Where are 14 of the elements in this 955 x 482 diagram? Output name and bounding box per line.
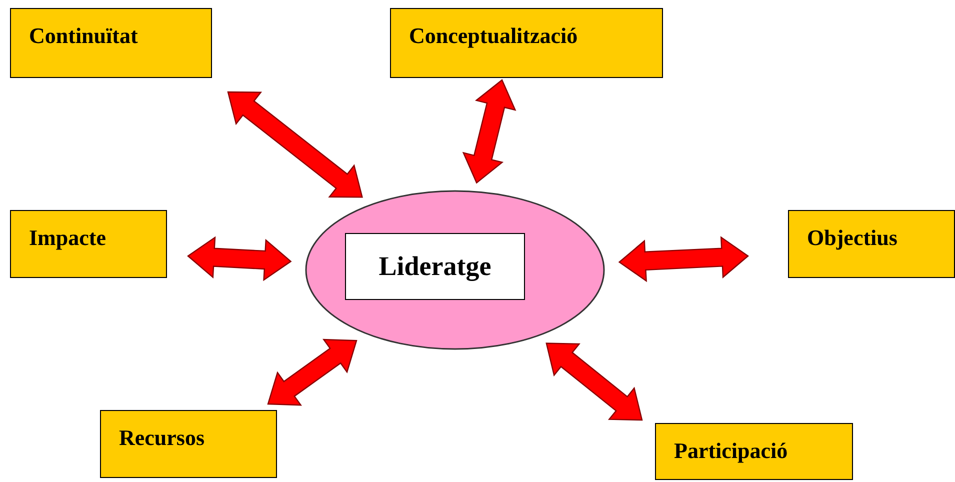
concept-box: Participació xyxy=(655,423,853,480)
ellipse-shape xyxy=(305,190,605,350)
concept-box: Continuïtat xyxy=(10,8,212,78)
concept-box: Recursos xyxy=(100,410,277,478)
title-box: Lideratge xyxy=(345,233,525,300)
double-arrow xyxy=(618,236,749,282)
double-arrow xyxy=(227,91,363,198)
concept-box: Objectius xyxy=(788,210,955,278)
double-arrow xyxy=(462,79,516,184)
double-arrow xyxy=(267,338,358,406)
double-arrow xyxy=(546,342,643,421)
double-arrow xyxy=(187,236,292,282)
concept-box: Impacte xyxy=(10,210,167,278)
concept-box: Conceptualització xyxy=(390,8,663,78)
